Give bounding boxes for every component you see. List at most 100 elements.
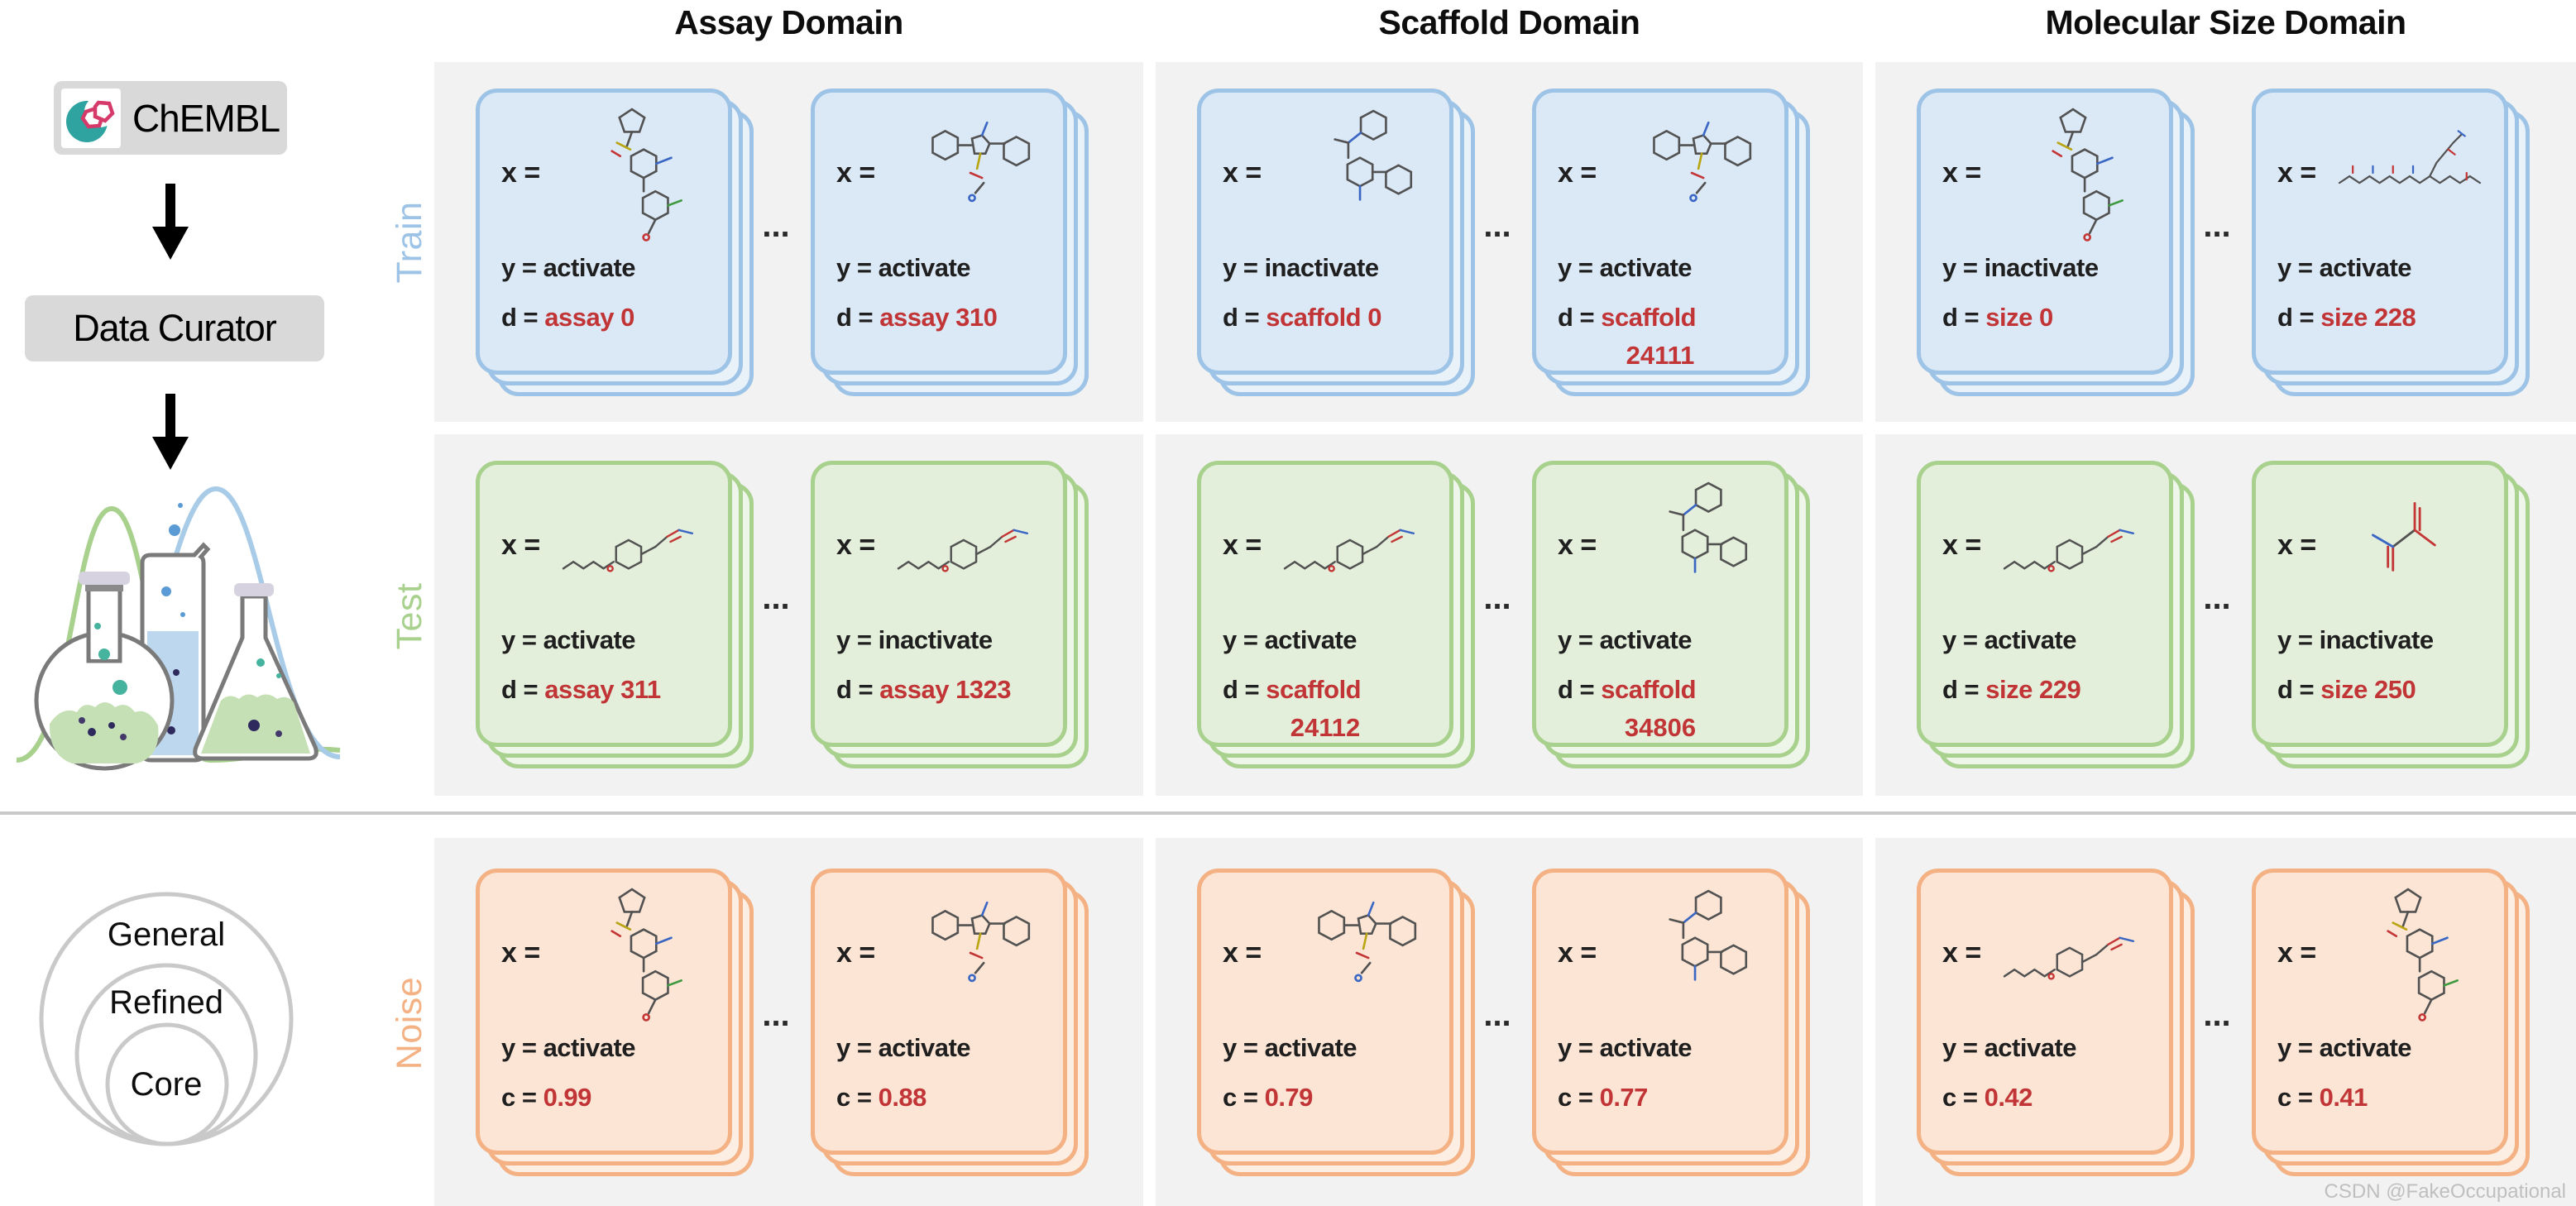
panel-train-scaffold: x = y = inactivate d = scaffold 0 ... x … [1156, 62, 1863, 422]
c-value: 0.99 [543, 1083, 592, 1112]
d-value: size 250 [2320, 675, 2416, 704]
y-value: y = activate [501, 253, 636, 282]
molecule-structure [2387, 888, 2459, 1022]
sample-card: x = y = activate c = 0.77 [1532, 869, 1788, 1155]
ellipsis: ... [1483, 997, 1511, 1033]
d-value: size 229 [1985, 675, 2081, 704]
d-prefix: d = [1558, 675, 1602, 704]
x-label: x = [1223, 529, 1262, 561]
d-value: assay 0 [544, 303, 634, 332]
panel-test-scaffold: x = y = activate d = scaffold 24112 ... … [1156, 434, 1863, 796]
ellipsis: ... [762, 208, 790, 244]
y-value: y = activate [1558, 253, 1693, 282]
sample-card: x = y = activate c = 0.79 [1197, 869, 1453, 1155]
sample-card: x = y = activate c = 0.99 [476, 869, 732, 1155]
c-prefix: c = [1223, 1083, 1265, 1112]
domain-value: d = scaffold [1558, 675, 1697, 705]
sample-card-stack: x = y = activate c = 0.79 [1197, 869, 1453, 1155]
y-value: y = activate [836, 1033, 971, 1062]
column-header-scaffold: Scaffold Domain [1378, 3, 1640, 41]
panel-noise-size: x = y = activate c = 0.42 ... x = y = ac… [1875, 838, 2576, 1206]
d-value: scaffold [1266, 675, 1362, 704]
ellipsis: ... [1483, 208, 1511, 244]
sample-card: x = y = activate d = assay 310 [811, 89, 1067, 375]
domain-value-line2: 24111 [1626, 341, 1695, 370]
domain-value: d = scaffold [1223, 675, 1362, 705]
x-label: x = [836, 529, 875, 561]
panel-noise-assay: x = y = activate c = 0.99 ... x = y = ac… [434, 838, 1143, 1206]
d-value: size 228 [2320, 303, 2416, 332]
sample-card-stack: x = y = inactivate d = size 0 [1917, 89, 2173, 375]
c-prefix: c = [1942, 1083, 1985, 1112]
y-value: y = inactivate [2277, 625, 2434, 654]
molecule-structure [1283, 529, 1415, 572]
confidence-value: c = 0.99 [501, 1083, 591, 1113]
y-value: y = activate [1223, 1033, 1357, 1062]
sample-card-stack: x = y = activate d = assay 310 [811, 89, 1067, 375]
x-label: x = [501, 157, 540, 189]
sample-card: x = y = activate d = size 229 [1917, 461, 2173, 747]
confidence-value: c = 0.41 [2277, 1083, 2368, 1113]
d-value: size 0 [1985, 303, 2053, 332]
sample-card: x = y = inactivate d = size 250 [2252, 461, 2508, 747]
x-label: x = [2277, 937, 2316, 969]
ellipsis: ... [762, 580, 790, 616]
data-curator-box: Data Curator [25, 295, 324, 361]
panel-train-assay: x = y = activate d = assay 0 ... x = y =… [434, 62, 1143, 422]
d-prefix: d = [836, 303, 880, 332]
c-value: 0.79 [1264, 1083, 1314, 1112]
y-value: y = activate [1942, 1033, 2077, 1062]
domain-value: d = assay 311 [501, 675, 661, 705]
molecule-structure [2372, 501, 2436, 572]
x-label: x = [1942, 937, 1981, 969]
sample-card: x = y = activate d = assay 0 [476, 89, 732, 375]
molecule-structure [1318, 901, 1417, 983]
x-label: x = [2277, 157, 2316, 189]
column-header-assay: Assay Domain [674, 3, 903, 41]
sample-card-stack: x = y = activate d = assay 311 [476, 461, 732, 747]
y-value: y = activate [2277, 253, 2412, 282]
d-value: assay 1323 [879, 675, 1012, 704]
sample-card-stack: x = y = activate c = 0.41 [2252, 869, 2508, 1155]
sample-card-stack: x = y = activate d = size 229 [1917, 461, 2173, 747]
sample-card-stack: x = y = activate d = scaffold 24111 [1532, 89, 1788, 375]
y-value: y = activate [1558, 1033, 1693, 1062]
sample-card-stack: x = y = activate c = 0.77 [1532, 869, 1788, 1155]
sample-card-stack: x = y = activate c = 0.88 [811, 869, 1067, 1155]
x-label: x = [501, 937, 540, 969]
molecule-structure [931, 121, 1031, 203]
sample-card: x = y = activate d = size 228 [2252, 89, 2508, 375]
y-value: y = activate [2277, 1033, 2412, 1062]
domain-value: d = size 250 [2277, 675, 2416, 705]
panel-test-size: x = y = activate d = size 229 ... x = y … [1875, 434, 2576, 796]
d-prefix: d = [2277, 303, 2321, 332]
column-header-molecular-size: Molecular Size Domain [2045, 3, 2406, 41]
d-prefix: d = [1223, 303, 1266, 332]
ellipsis: ... [2203, 997, 2231, 1033]
x-label: x = [2277, 529, 2316, 561]
molecule-structure [1669, 481, 1748, 573]
distribution-flasks-illustration [16, 486, 341, 771]
domain-value: d = scaffold [1558, 303, 1697, 333]
molecule-structure [1653, 121, 1752, 203]
sample-card-stack: x = y = activate d = scaffold 24112 [1197, 461, 1453, 747]
domain-value-line2: 24112 [1290, 713, 1361, 742]
x-label: x = [1558, 937, 1597, 969]
molecule-structure [931, 901, 1031, 983]
molecule-structure [1333, 109, 1413, 201]
y-value: y = activate [1223, 625, 1357, 654]
sample-card: x = y = activate c = 0.41 [2252, 869, 2508, 1155]
y-value: y = inactivate [1942, 253, 2099, 282]
c-value: 0.41 [2319, 1083, 2368, 1112]
molecule-structure [2052, 108, 2124, 242]
y-value: y = activate [501, 1033, 636, 1062]
domain-value: d = assay 0 [501, 303, 634, 333]
sample-card: x = y = activate d = scaffold 24112 [1197, 461, 1453, 747]
sample-card: x = y = inactivate d = scaffold 0 [1197, 89, 1453, 375]
y-value: y = inactivate [836, 625, 993, 654]
d-prefix: d = [2277, 675, 2321, 704]
sample-card-stack: x = y = activate d = size 228 [2252, 89, 2508, 375]
row-label-test: Test [390, 582, 429, 650]
chembl-logo-icon [60, 88, 121, 148]
panel-test-assay: x = y = activate d = assay 311 ... x = y… [434, 434, 1143, 796]
